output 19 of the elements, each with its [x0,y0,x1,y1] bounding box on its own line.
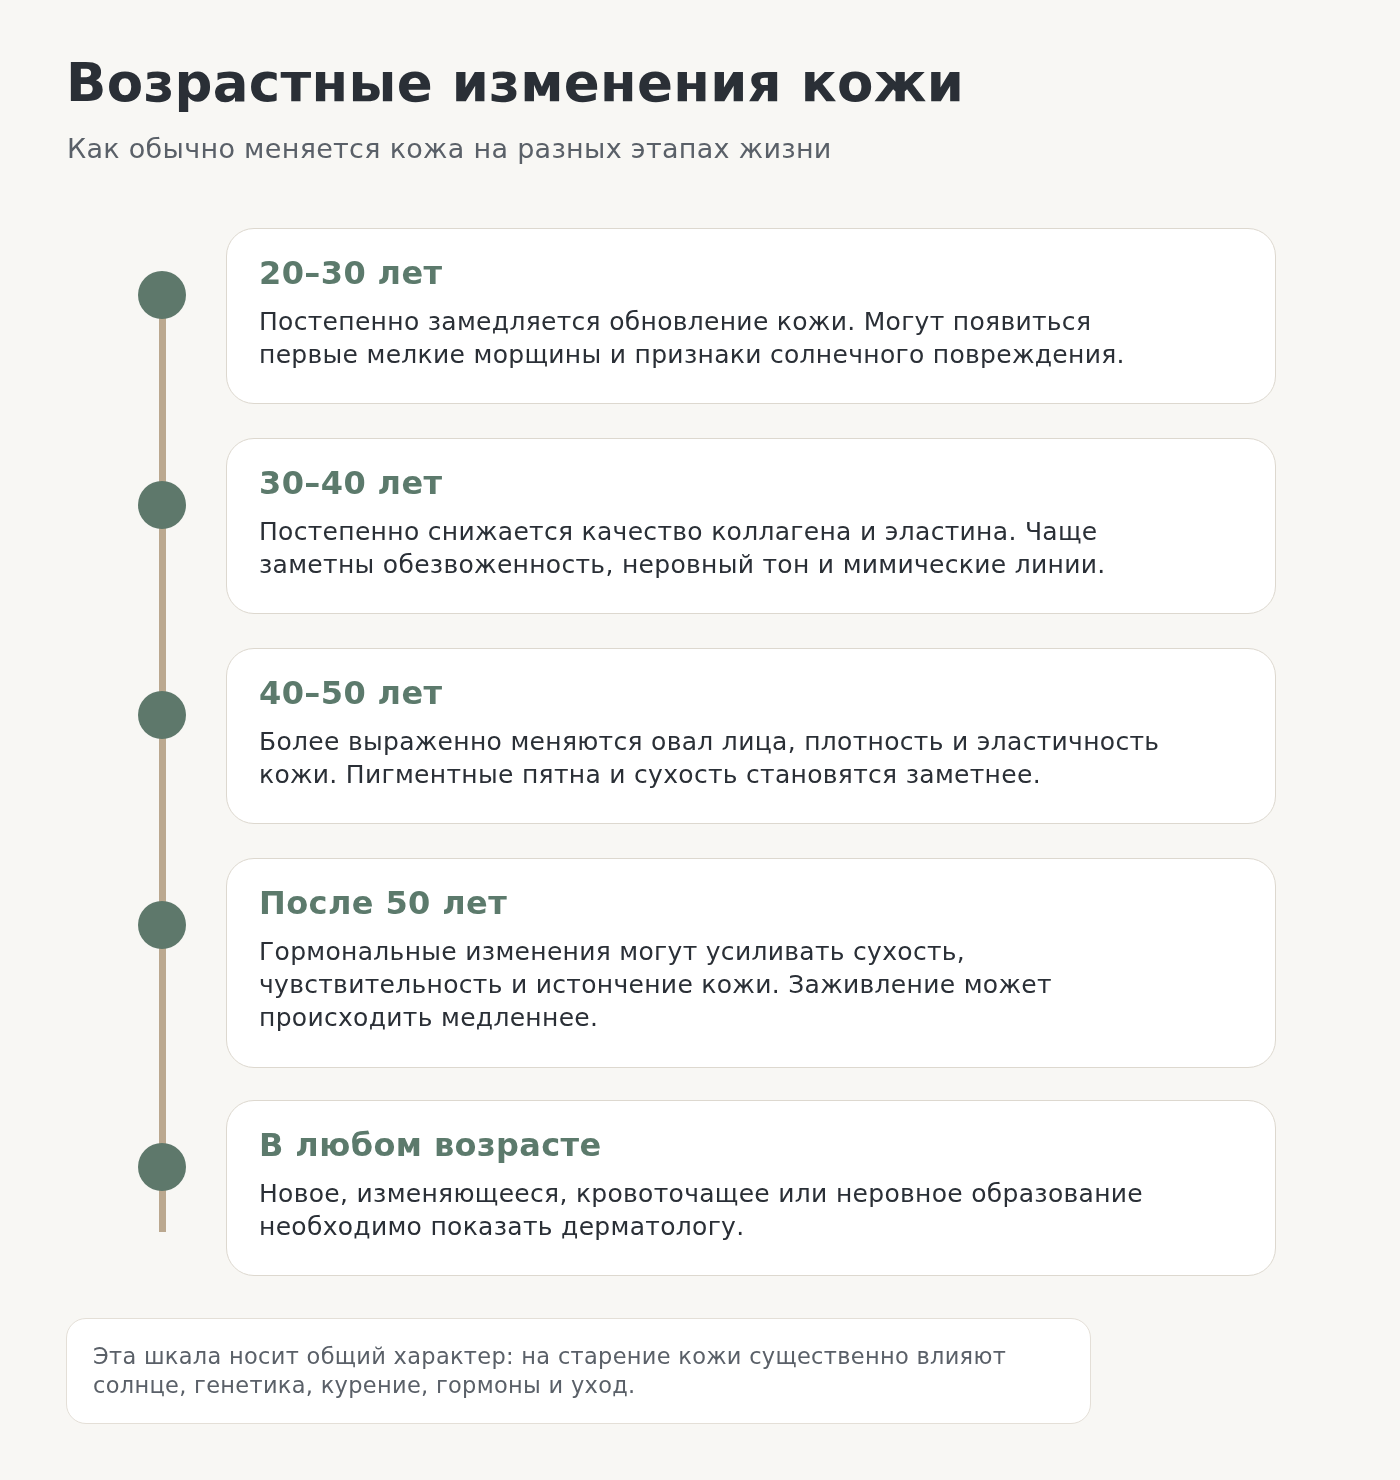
card-text: Новое, изменяющееся, кровоточащее или неровное образование необходимо показать дерматологу. [259,1178,1145,1243]
card-text: Постепенно снижается качество коллагена и эластина. Чаще заметны обезвоженность, неровный тон и мимические линии. [259,516,1107,581]
stage-card [226,1100,1276,1276]
stage-card [226,858,1276,1068]
card-text: Постепенно замедляется обновление кожи. Могут появиться первые мелкие морщины и признаки солнечного повреждения. [259,306,1126,371]
subtitle: Как обычно меняется кожа на разных этапах жизни [67,132,832,166]
stage-card [226,438,1276,614]
card-heading: 30–40 лет [259,463,443,503]
stage-card [226,228,1276,404]
card-heading: 20–30 лет [259,253,443,293]
card-text: Гормональные изменения могут усиливать сухость, чувствительность и истончение кожи. Заживление может происходить медленнее. [259,936,1053,1034]
note-text: Эта шкала носит общий характер: на старение кожи существенно влияют солнце, генетика, курение, гормоны и уход. [93,1342,1008,1400]
card-heading: В любом возрасте [259,1125,602,1165]
card-text: Более выраженно меняются овал лица, плотность и эластичность кожи. Пигментные пятна и сухость становятся заметнее. [259,726,1161,791]
page-title: Возрастные изменения кожи [66,51,965,115]
stage-card [226,648,1276,824]
card-heading: После 50 лет [259,883,508,923]
note-card [66,1318,1091,1424]
card-heading: 40–50 лет [259,673,443,713]
